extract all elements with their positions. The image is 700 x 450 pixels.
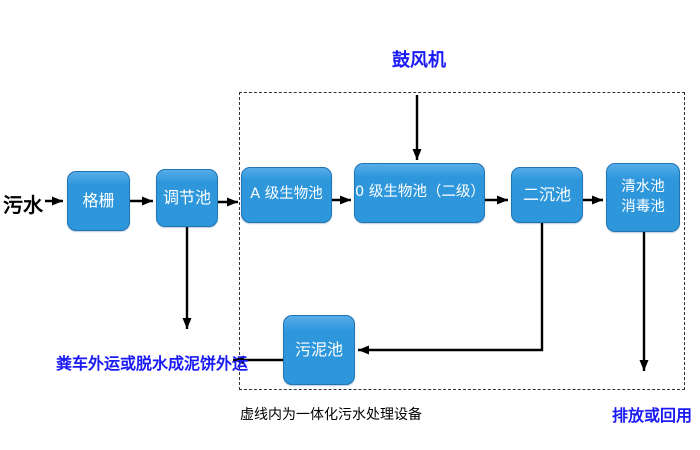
node-a-bio-tank-label: A 级生物池 bbox=[250, 186, 323, 203]
equipment-boundary-dashed-box bbox=[239, 92, 685, 390]
influent-label: 污水 bbox=[3, 193, 43, 217]
discharge-reuse-label: 排放或回用 bbox=[612, 406, 693, 425]
node-o-bio-tank: 0 级生物池（二级） bbox=[354, 163, 485, 223]
node-regulating-tank-label: 调节池 bbox=[162, 188, 211, 208]
arrow-sedimentation-to-sludge-tank bbox=[358, 223, 544, 355]
sludge-disposal-label: 粪车外运或脱水成泥饼外运 bbox=[56, 354, 249, 373]
node-grid: 格栅 bbox=[67, 171, 130, 231]
node-regulating-tank: 调节池 bbox=[156, 169, 218, 227]
node-clear-water-tank: 清水池 消毒池 bbox=[606, 163, 680, 232]
node-clear-water-label-line1: 清水池 bbox=[621, 178, 665, 195]
node-o-bio-tank-label: 0 级生物池（二级） bbox=[355, 184, 485, 201]
node-a-bio-tank: A 级生物池 bbox=[241, 167, 332, 223]
boundary-caption: 虚线内为一体化污水处理设备 bbox=[240, 407, 422, 423]
node-grid-label: 格栅 bbox=[82, 191, 115, 211]
node-secondary-sedimentation-label: 二沉池 bbox=[522, 185, 571, 205]
node-secondary-sedimentation-tank: 二沉池 bbox=[511, 167, 583, 223]
node-clear-water-label-line2: 消毒池 bbox=[621, 198, 665, 215]
blower-label: 鼓风机 bbox=[392, 50, 446, 71]
node-sludge-tank-label: 污泥池 bbox=[294, 340, 343, 360]
node-sludge-tank: 污泥池 bbox=[283, 315, 355, 385]
